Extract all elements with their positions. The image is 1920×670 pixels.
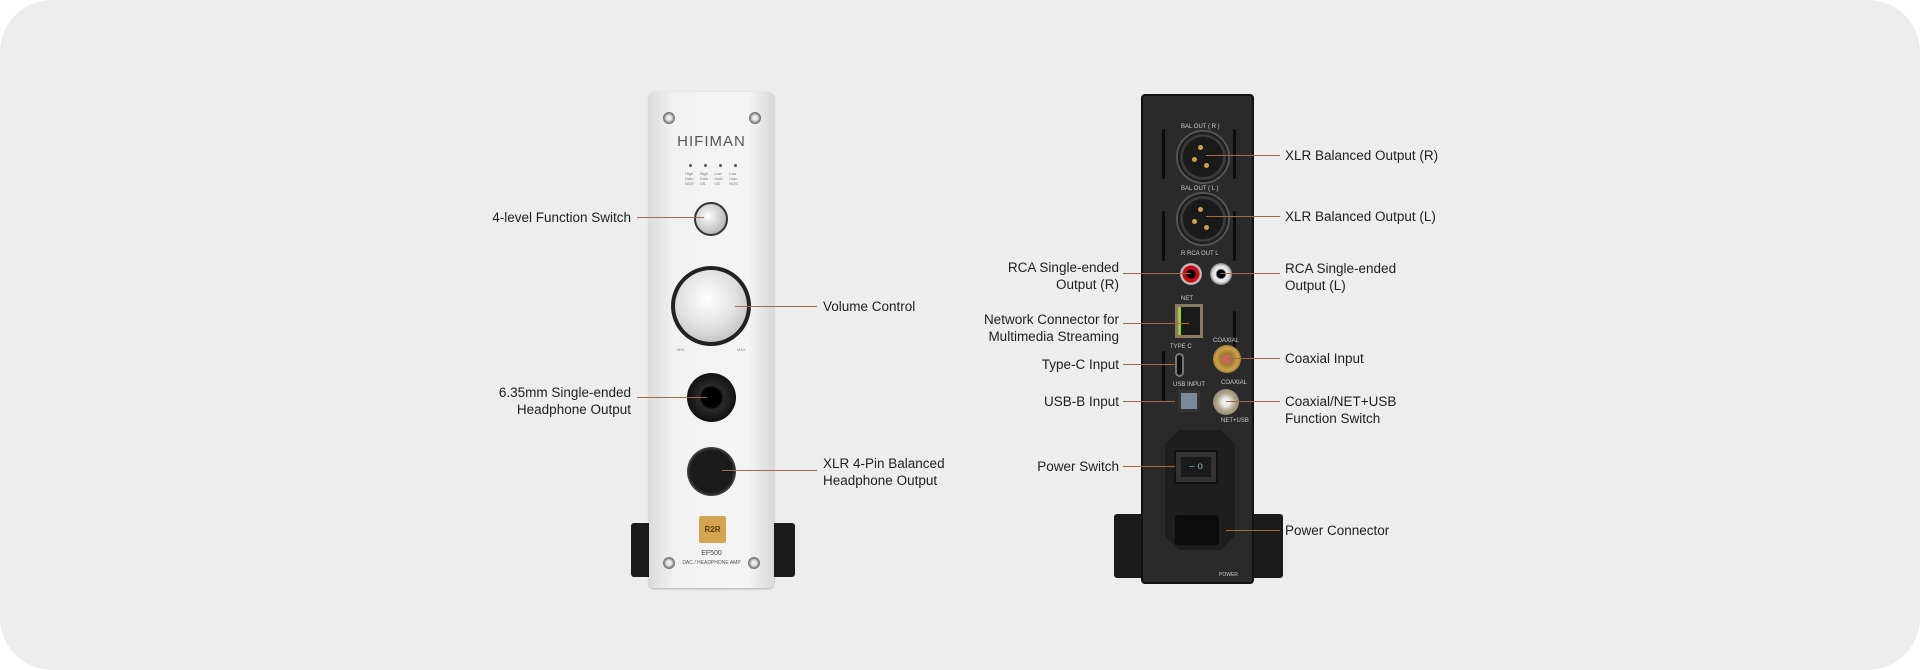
label-line: Output (R) [1055,277,1119,292]
vent-slot [1233,211,1236,261]
mode-label: High Gain OS [699,171,709,186]
power-label: POWER [1219,572,1238,578]
screw-icon [748,557,760,569]
label-line: Network Connector for [983,312,1119,327]
label-power-switch: Power Switch [1037,459,1119,474]
label-type-c: Type-C Input [1041,357,1119,372]
leader-line [1226,358,1280,359]
switch-net-usb-label: NET+USB [1221,418,1249,424]
mode-label: Low Gain NOS [728,171,738,186]
label-line: RCA Single-ended [1285,261,1397,276]
bal-out-l-label: BAL OUT ( L ) [1181,186,1219,192]
knob-max-label: MAX [737,347,746,352]
vent-slot [1233,129,1236,179]
usb-input-label: USB INPUT [1173,382,1206,388]
badge-text: R2R [704,525,721,534]
leader-line [1123,364,1175,365]
ethernet-port [1175,304,1203,338]
screw-icon [663,112,675,124]
leader-line [637,217,704,218]
mode-label: Low Gain OS [714,171,723,186]
label-xlr-l: XLR Balanced Output (L) [1285,209,1436,224]
knob-min-label: MIN [677,347,685,352]
label-line: Output (L) [1285,278,1346,293]
net-label: NET [1181,296,1193,302]
r2r-badge: R2R [699,516,726,543]
leader-line [1226,530,1280,531]
back-panel: BAL OUT ( R ) BAL OUT ( L ) R RCA OUT L … [1141,94,1254,584]
bal-out-r-label: BAL OUT ( R ) [1181,124,1220,130]
volume-knob[interactable] [671,266,751,346]
leader-line [1226,401,1280,402]
coaxial-label: COAXIAL [1213,338,1240,344]
mode-indicators [689,164,737,167]
leader-line [637,397,707,398]
mode-label: High Gain NOS [685,171,694,186]
rca-out-label: R RCA OUT L [1181,251,1219,257]
source-toggle-switch[interactable] [1213,389,1239,415]
label-function-switch-back: Coaxial/NET+USB Function Switch [1285,393,1396,427]
label-volume-control: Volume Control [823,299,916,314]
brand-logo: HIFIMAN [677,133,746,150]
function-switch-knob[interactable] [694,202,728,236]
label-line: RCA Single-ended [1007,260,1119,275]
label-line: Function Switch [1285,411,1381,426]
vent-slot [1162,129,1165,179]
label-line: Multimedia Streaming [988,329,1119,344]
switch-coaxial-label: COAXIAL [1221,380,1248,386]
power-switch[interactable]: – o [1174,450,1218,484]
coaxial-input [1213,345,1241,373]
rca-out-l [1210,263,1232,285]
leader-line [722,470,817,471]
power-connector [1175,515,1219,545]
screw-icon [663,557,675,569]
vent-slot [1162,211,1165,261]
vent-slot [1233,311,1236,361]
vent-slot [1162,351,1165,401]
leader-line [1123,323,1189,324]
mode-labels: High Gain NOS High Gain OS Low Gain OS L… [685,171,741,186]
rca-out-r [1180,263,1202,285]
label-line: Coaxial/NET+USB [1285,394,1397,409]
xlr-4pin-jack [687,447,736,496]
label-coaxial-input: Coaxial Input [1285,351,1364,366]
front-panel: HIFIMAN High Gain NOS High Gain OS Low G… [649,92,774,588]
type-c-port [1175,353,1184,377]
model-subtitle: DAC / HEADPHONE AMP [682,560,741,566]
model-name: EF500 [701,550,722,557]
xlr-out-l [1176,192,1230,246]
label-line: Headphone Output [516,402,631,417]
xlr-out-r [1176,130,1230,184]
leader-line [1123,273,1191,274]
leader-line [1206,216,1280,217]
label-usb-b: USB-B Input [1043,394,1119,409]
type-c-label: TYPE C [1170,344,1192,350]
leader-line [1206,155,1280,156]
leader-line [1220,273,1280,274]
label-function-switch: 4-level Function Switch [492,210,631,225]
leader-line [1123,466,1175,467]
label-line: 6.35mm Single-ended [498,385,631,400]
usb-b-port [1178,390,1200,412]
label-power-connector: Power Connector [1285,523,1390,538]
label-xlr-r: XLR Balanced Output (R) [1285,148,1439,163]
screw-icon [749,112,761,124]
leader-line [1123,401,1175,402]
label-line: Headphone Output [823,473,938,488]
label-line: XLR 4-Pin Balanced [823,456,945,471]
leader-line [735,306,817,307]
